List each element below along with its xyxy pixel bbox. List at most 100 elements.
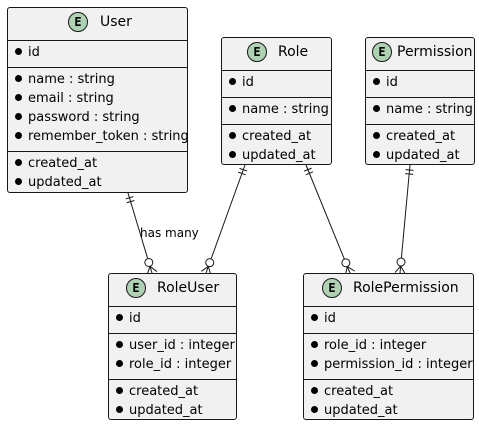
many-marker-foot xyxy=(394,265,402,273)
attribute-text: role_id : integer xyxy=(129,357,232,372)
relation-line xyxy=(127,192,149,259)
section-divider xyxy=(222,124,331,125)
attribute-text: updated_at xyxy=(324,403,398,418)
attribute-bullet-icon xyxy=(15,94,22,101)
one-marker-bar xyxy=(303,167,312,172)
attribute-text: created_at xyxy=(386,129,456,144)
one-marker-bar xyxy=(126,199,135,204)
many-marker-foot xyxy=(149,266,153,274)
entity-icon: E xyxy=(247,42,267,62)
attribute-bullet-icon xyxy=(116,314,123,321)
many-marker-foot xyxy=(205,266,209,274)
relation-line xyxy=(305,164,345,260)
attribute-text: id xyxy=(129,311,141,326)
attribute-bullet-icon xyxy=(373,78,380,85)
section-divider xyxy=(109,306,236,307)
attribute-bullet-icon xyxy=(116,341,123,348)
entity-attribute: role_id : integer xyxy=(116,355,231,374)
attribute-text: created_at xyxy=(129,384,199,399)
many-marker-foot xyxy=(201,266,209,272)
section-divider xyxy=(304,306,473,307)
attribute-bullet-icon xyxy=(15,159,22,166)
one-marker-bar xyxy=(405,173,414,175)
attribute-bullet-icon xyxy=(373,132,380,139)
attribute-text: password : string xyxy=(28,110,140,125)
attribute-bullet-icon xyxy=(116,387,123,394)
attribute-bullet-icon xyxy=(373,151,380,158)
attribute-text: role_id : integer xyxy=(324,338,427,353)
zero-marker-circle xyxy=(396,257,406,267)
section-divider xyxy=(304,333,473,334)
entity-attribute: name : string xyxy=(15,70,115,89)
section-divider xyxy=(8,151,187,152)
attribute-bullet-icon xyxy=(229,132,236,139)
attribute-text: permission_id : integer xyxy=(324,357,473,372)
entity-attribute: remember_token : string xyxy=(15,127,189,146)
section-divider xyxy=(8,40,187,41)
attribute-text: created_at xyxy=(324,384,394,399)
zero-marker-circle xyxy=(144,257,154,267)
section-divider xyxy=(109,379,236,380)
entity-icon: E xyxy=(322,278,342,298)
attribute-text: email : string xyxy=(28,91,114,106)
one-marker-bar xyxy=(405,169,414,171)
section-divider xyxy=(304,379,473,380)
attribute-bullet-icon xyxy=(15,178,22,185)
section-divider xyxy=(366,124,474,125)
entity-attribute: role_id : integer xyxy=(311,336,426,355)
attribute-bullet-icon xyxy=(15,113,22,120)
attribute-text: id xyxy=(242,75,254,90)
attribute-text: name : string xyxy=(28,72,115,87)
attribute-text: updated_at xyxy=(242,148,316,163)
attribute-text: id xyxy=(28,45,40,60)
attribute-bullet-icon xyxy=(311,341,318,348)
attribute-text: name : string xyxy=(242,102,329,117)
relation-line xyxy=(400,164,411,259)
attribute-text: created_at xyxy=(28,156,98,171)
entity-attribute: created_at xyxy=(373,127,455,146)
entity-attribute: email : string xyxy=(15,89,114,108)
attribute-bullet-icon xyxy=(229,78,236,85)
section-divider xyxy=(222,97,331,98)
attribute-text: user_id : integer xyxy=(129,338,235,353)
entity-attribute: updated_at xyxy=(311,401,398,420)
entity-attribute: id xyxy=(229,73,254,92)
relation-label: has many xyxy=(140,226,199,240)
entity-attribute: id xyxy=(15,43,40,62)
entity-attribute: created_at xyxy=(15,154,97,173)
entity-title: RoleUser xyxy=(157,280,220,296)
section-divider xyxy=(109,333,236,334)
entity-attribute: user_id : integer xyxy=(116,336,235,355)
attribute-bullet-icon xyxy=(311,314,318,321)
entity-attribute: password : string xyxy=(15,108,140,127)
attribute-bullet-icon xyxy=(15,132,22,139)
zero-marker-circle xyxy=(341,258,351,268)
attribute-bullet-icon xyxy=(116,406,123,413)
attribute-bullet-icon xyxy=(311,387,318,394)
attribute-bullet-icon xyxy=(229,151,236,158)
entity-icon: E xyxy=(68,12,88,32)
one-marker-bar xyxy=(239,167,248,172)
entity-attribute: created_at xyxy=(116,382,198,401)
one-marker-bar xyxy=(238,171,246,176)
attribute-text: id xyxy=(386,75,398,90)
attribute-bullet-icon xyxy=(311,360,318,367)
attribute-text: updated_at xyxy=(386,148,460,163)
many-marker-foot xyxy=(149,265,158,272)
entity-attribute: updated_at xyxy=(116,401,203,420)
entity-title: Permission xyxy=(397,44,473,60)
many-marker-foot xyxy=(399,265,402,274)
entity-attribute: updated_at xyxy=(15,173,102,192)
entity-title: RolePermission xyxy=(353,280,459,296)
section-divider xyxy=(222,70,331,71)
